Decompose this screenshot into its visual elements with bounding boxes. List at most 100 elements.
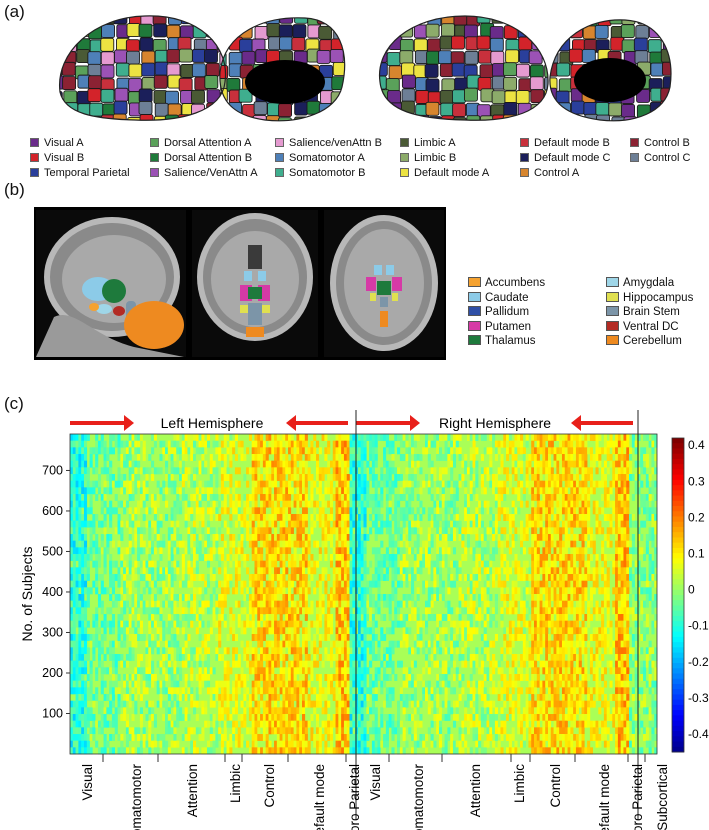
heatmap-cell [83, 700, 88, 708]
heatmap-cell [70, 587, 74, 595]
heatmap-cell [315, 647, 320, 655]
heatmap-cell [343, 654, 348, 661]
parcel [253, 101, 268, 116]
heatmap-cell [388, 594, 392, 601]
heatmap-cell [97, 574, 102, 581]
heatmap-cell [206, 440, 211, 448]
heatmap-cell [72, 460, 76, 468]
heatmap-cell [209, 460, 213, 468]
heatmap-cell [343, 627, 348, 635]
parcel [219, 116, 226, 121]
heatmap-cell [254, 694, 258, 701]
heatmap-cell [288, 587, 292, 595]
heatmap-cell [128, 434, 132, 441]
heatmap-cell [106, 587, 110, 595]
heatmap-cell [447, 480, 451, 488]
heatmap-cell [198, 674, 202, 681]
heatmap-cell [95, 667, 99, 675]
heatmap-cell [408, 727, 412, 735]
heatmap-cell [78, 740, 82, 748]
heatmap-cell [279, 720, 283, 728]
heatmap-cell [299, 467, 303, 475]
heatmap-cell [416, 647, 420, 655]
heatmap-cell [198, 734, 202, 741]
heatmap-cell [377, 494, 381, 501]
heatmap-cell [237, 574, 241, 581]
heatmap-cell [374, 554, 378, 561]
heatmap-cell [72, 547, 76, 555]
heatmap-cell [430, 460, 434, 468]
heatmap-cell [285, 527, 289, 535]
heatmap-cell [114, 494, 118, 501]
heatmap-cell [167, 627, 171, 635]
heatmap-cell [357, 740, 362, 748]
heatmap-cell [220, 440, 225, 448]
heatmap-cell [106, 487, 110, 495]
heatmap-cell [329, 747, 334, 755]
heatmap-cell [391, 647, 395, 655]
heatmap-cell [327, 487, 331, 495]
heatmap-cell [251, 467, 255, 475]
heatmap-cell [117, 547, 121, 555]
heatmap-cell [153, 620, 157, 628]
heatmap-cell [335, 640, 339, 648]
heatmap-cell [279, 627, 283, 635]
heatmap-cell [296, 734, 300, 741]
heatmap-cell [276, 540, 280, 548]
heatmap-cell [72, 594, 76, 601]
parcel [62, 76, 77, 91]
heatmap-cell [246, 660, 250, 668]
heatmap-cell [83, 740, 88, 748]
heatmap-cell [159, 667, 163, 675]
heatmap-cell [268, 694, 272, 701]
heatmap-cell [458, 447, 462, 455]
heatmap-cell [165, 727, 169, 735]
heatmap-cell [380, 634, 384, 641]
heatmap-cell [371, 574, 375, 581]
heatmap-cell [131, 640, 135, 648]
heatmap-cell [447, 434, 451, 441]
heatmap-cell [438, 540, 443, 548]
heatmap-cell [248, 607, 252, 615]
heatmap-cell [109, 620, 113, 628]
heatmap-cell [268, 500, 272, 508]
parcel [141, 76, 156, 91]
heatmap-cell [288, 480, 292, 488]
heatmap-cell [243, 647, 247, 655]
cortical-surface-views [59, 15, 672, 122]
heatmap-cell [285, 434, 289, 441]
heatmap-cell [204, 467, 208, 475]
heatmap-cell [192, 554, 197, 561]
heatmap-cell [148, 680, 152, 688]
heatmap-cell [304, 440, 308, 448]
heatmap-cell [276, 587, 280, 595]
heatmap-cell [363, 507, 367, 515]
parcel [597, 19, 612, 27]
heatmap-cell [290, 687, 294, 695]
heatmap-cell [75, 714, 79, 721]
heatmap-cell [117, 707, 121, 715]
heatmap-cell [310, 554, 314, 561]
heatmap-cell [290, 614, 294, 621]
heatmap-cell [424, 747, 429, 755]
heatmap-cell [232, 734, 236, 741]
heatmap-cell [452, 714, 457, 721]
heatmap-cell [416, 540, 420, 548]
heatmap-cell [72, 620, 76, 628]
heatmap-cell [413, 514, 417, 521]
heatmap-cell [209, 687, 213, 695]
heatmap-cell [89, 487, 93, 495]
heatmap-cell [307, 580, 311, 588]
heatmap-cell [246, 647, 250, 655]
heatmap-cell [123, 560, 127, 568]
parcel [427, 38, 442, 53]
heatmap-cell [310, 560, 314, 568]
heatmap-cell [72, 520, 76, 528]
heatmap-cell [212, 607, 216, 615]
heatmap-cell [427, 680, 431, 688]
heatmap-cell [271, 660, 275, 668]
heatmap-cell [223, 647, 227, 655]
heatmap-cell [139, 714, 143, 721]
heatmap-cell [120, 480, 124, 488]
heatmap-cell [229, 627, 233, 635]
